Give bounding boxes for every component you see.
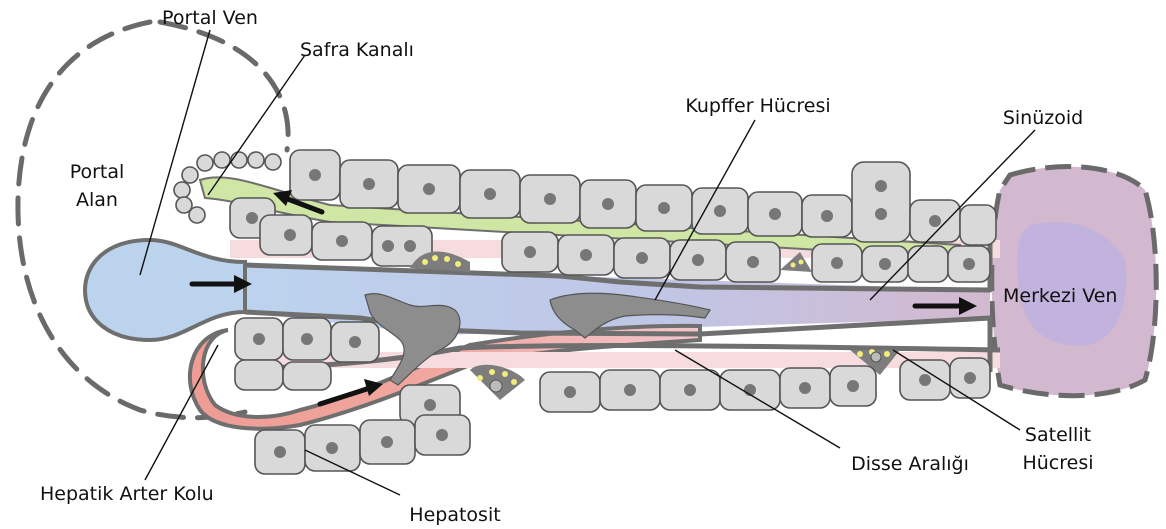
label-portal-vein: Portal Ven [162,7,258,29]
label-space-of-disse: Disse Aralığı [851,453,969,475]
label-portal-area-line2: Alan [76,189,118,211]
label-sinusoid: Sinüzoid [1003,107,1083,129]
label-portal-area-line1: Portal [70,161,125,183]
label-hepatocyte: Hepatosit [409,504,500,526]
central-vein [992,167,1157,396]
label-central-vein: Merkezi Ven [1003,285,1117,307]
label-bile-duct: Safra Kanalı [300,39,414,61]
portal-vein [85,240,245,340]
label-kupffer-cell: Kupffer Hücresi [685,95,830,117]
label-hepatic-artery: Hepatik Arter Kolu [40,483,214,505]
label-satellite-cell-line1: Satellit [1025,424,1091,446]
label-satellite-cell-line2: Hücresi [1022,452,1093,474]
